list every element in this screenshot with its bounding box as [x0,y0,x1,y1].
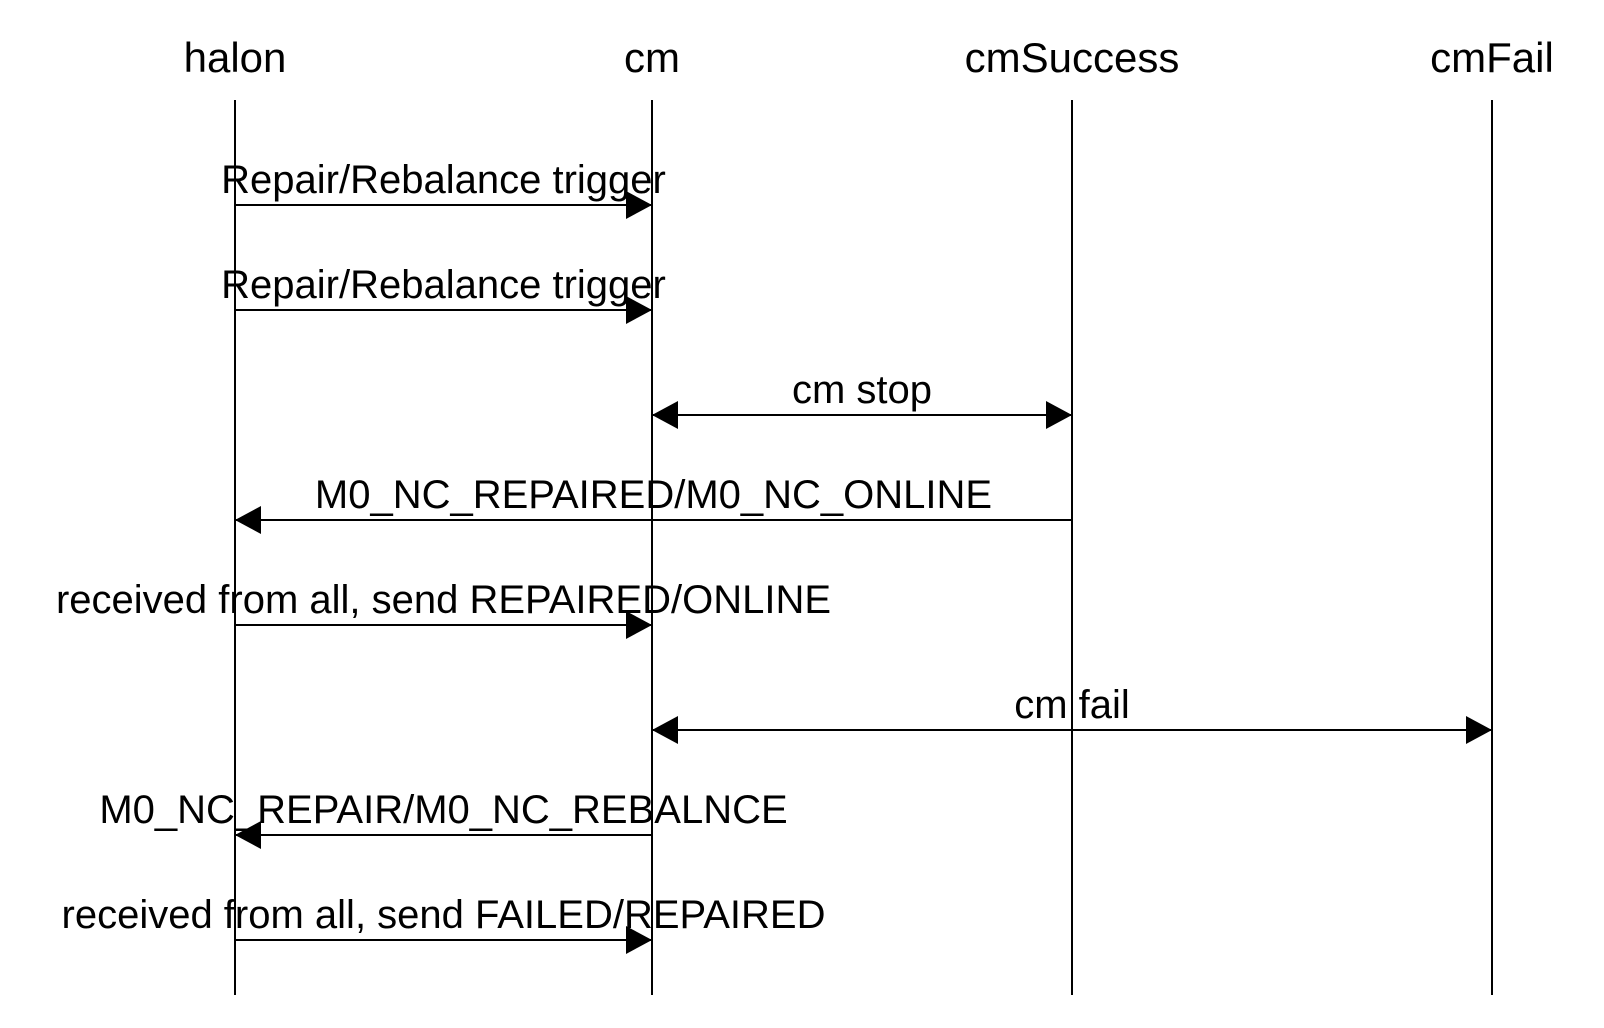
message-label: cm stop [792,368,932,412]
arrowhead-icon [235,506,261,534]
arrowhead-icon [1046,401,1072,429]
message-label: received from all, send FAILED/REPAIRED [62,893,826,937]
message-arrow: received from all, send FAILED/REPAIRED [62,893,826,954]
message-label: M0_NC_REPAIR/M0_NC_REBALNCE [99,788,787,832]
message-arrow: cm stop [652,368,1072,429]
message-arrow: M0_NC_REPAIR/M0_NC_REBALNCE [99,788,788,849]
arrowhead-icon [652,716,678,744]
message-label: M0_NC_REPAIRED/M0_NC_ONLINE [315,473,992,517]
arrowhead-icon [626,296,652,324]
message-arrow: M0_NC_REPAIRED/M0_NC_ONLINE [235,473,1072,534]
arrowhead-icon [1466,716,1492,744]
message-label: received from all, send REPAIRED/ONLINE [56,578,831,622]
message-label: Repair/Rebalance trigger [221,263,666,307]
message-arrow: Repair/Rebalance trigger [221,263,666,324]
arrowhead-icon [626,611,652,639]
actor-label-halon: halon [184,34,287,81]
arrowhead-icon [626,191,652,219]
message-arrow: Repair/Rebalance trigger [221,158,666,219]
arrowhead-icon [235,821,261,849]
arrowhead-icon [626,926,652,954]
actor-label-cmFail: cmFail [1430,34,1554,81]
message-label: Repair/Rebalance trigger [221,158,666,202]
message-label: cm fail [1014,683,1130,727]
message-arrow: cm fail [652,683,1492,744]
message-arrow: received from all, send REPAIRED/ONLINE [56,578,831,639]
actor-label-cm: cm [624,34,680,81]
arrowhead-icon [652,401,678,429]
actor-label-cmSuccess: cmSuccess [965,34,1180,81]
